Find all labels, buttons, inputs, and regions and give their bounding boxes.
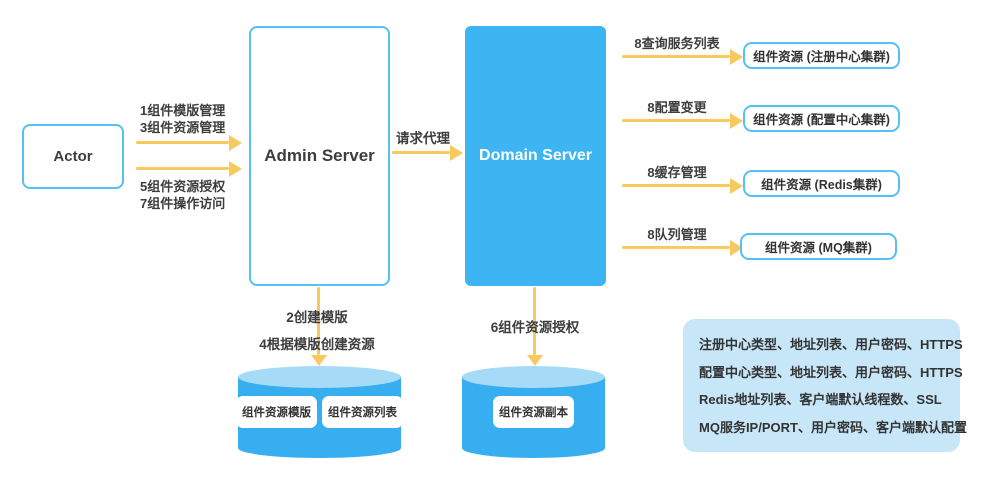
db-item-list: 组件资源列表	[322, 396, 403, 428]
component-label-registry: 组件资源 (注册中心集群)	[753, 50, 890, 64]
component-box-mq: 组件资源 (MQ集群)	[740, 233, 897, 260]
flow-label-2: 2创建模版	[286, 310, 348, 325]
right-flow-label-3: 8缓存管理	[647, 165, 707, 180]
admin-db-labels: 2创建模版 4根据模版创建资源	[237, 304, 397, 358]
component-label-config: 组件资源 (配置中心集群)	[753, 113, 890, 127]
note-line-config: 配置中心类型、地址列表、用户密码、HTTPS	[699, 364, 963, 380]
actor-box: Actor	[22, 124, 124, 189]
component-label-redis: 组件资源 (Redis集群)	[761, 178, 882, 192]
admin-server-box: Admin Server	[249, 26, 390, 286]
flow-label-3: 3组件资源管理	[140, 119, 226, 135]
arrow-domain-config	[622, 119, 730, 122]
admin-server-label: Admin Server	[264, 146, 375, 165]
note-line-redis: Redis地址列表、客户端默认线程数、SSL	[699, 392, 942, 407]
component-box-registry: 组件资源 (注册中心集群)	[743, 42, 900, 69]
domain-database-cylinder: 组件资源副本	[462, 366, 605, 458]
arrow-admin-db	[317, 287, 320, 355]
arrow-domain-db	[533, 287, 536, 355]
arrow-domain-registry	[622, 55, 730, 58]
arrow-admin-domain	[392, 151, 450, 154]
arrow-domain-redis	[622, 184, 730, 187]
flow-label-5: 5组件资源授权	[140, 179, 226, 194]
domain-server-label: Domain Server	[479, 147, 592, 164]
admin-database-cylinder: 组件资源模版 组件资源列表	[236, 366, 403, 458]
domain-server-box: Domain Server	[465, 26, 606, 286]
note-line-mq: MQ服务IP/PORT、用户密码、客户端默认配置	[699, 419, 967, 435]
flow-label-1: 1组件模版管理	[140, 103, 226, 118]
right-flow-label-1: 8查询服务列表	[634, 36, 720, 51]
db-item-template: 组件资源模版	[236, 396, 317, 428]
right-flow-label-4: 8队列管理	[647, 227, 707, 242]
arrow-domain-mq	[622, 246, 730, 249]
cylinder-top-ellipse	[238, 366, 401, 388]
flow-label-7: 7组件操作访问	[140, 195, 226, 211]
proxy-arrow-label: 请求代理	[396, 131, 450, 146]
right-flow-label-2: 8配置变更	[647, 100, 707, 115]
domain-db-label: 6组件资源授权	[490, 320, 580, 335]
arrow-actor-admin-1	[136, 141, 229, 144]
component-box-redis: 组件资源 (Redis集群)	[743, 170, 900, 197]
actor-label: Actor	[53, 148, 93, 165]
actor-admin-top-labels: 1组件模版管理 3组件资源管理	[140, 103, 225, 136]
flow-label-4: 4根据模版创建资源	[259, 337, 375, 352]
config-note-box: 注册中心类型、地址列表、用户密码、HTTPS 配置中心类型、地址列表、用户密码、…	[683, 319, 967, 452]
component-box-config: 组件资源 (配置中心集群)	[743, 105, 900, 132]
cylinder-top-ellipse	[462, 366, 605, 388]
db-item-replica: 组件资源副本	[493, 396, 574, 428]
arrow-actor-admin-2	[136, 167, 229, 170]
note-line-registry: 注册中心类型、地址列表、用户密码、HTTPS	[699, 337, 963, 352]
actor-admin-bottom-labels: 5组件资源授权 7组件操作访问	[140, 179, 225, 212]
component-label-mq: 组件资源 (MQ集群)	[765, 241, 872, 255]
